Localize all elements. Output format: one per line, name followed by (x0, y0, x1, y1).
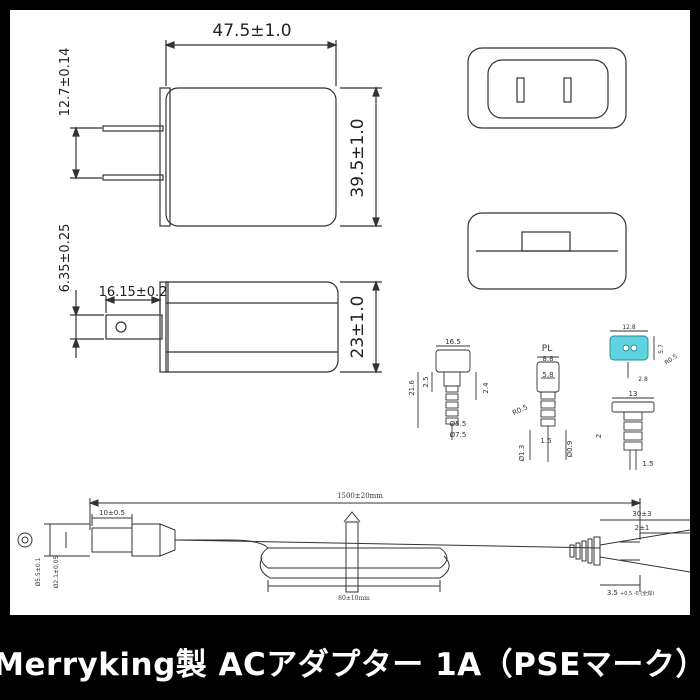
dim-1-3: Ø1.3 (518, 445, 526, 462)
dim-2-4: 2.4 (482, 382, 490, 394)
dim-8-8: 8.8 (542, 355, 553, 363)
strip-length-label: 2±1 (635, 524, 650, 532)
pin-length-label: 16.15±0.2 (99, 285, 168, 300)
solder-tolerance-label: +0.5 -0 (全焊) (620, 590, 654, 597)
cable-length-label: 1500±20mm (337, 492, 383, 500)
front-height-label: 39.5±1.0 (348, 118, 368, 197)
product-banner: Merryking製 ACアダプター 1A（PSEマーク） (0, 622, 700, 700)
dim-1-5b: 1.5 (642, 460, 653, 468)
dim-5-8: 5.8 (542, 371, 553, 379)
dim-7-5: Ø7.5 (450, 431, 467, 439)
adapter-bottom-view (467, 212, 627, 290)
dim-5-5: Ø5.5 (450, 420, 467, 428)
drawing-svg: 47.5±1.0 39.5±1.0 12.7±0.14 16.15±0.2 6.… (17, 21, 690, 602)
cable-drawing (17, 498, 690, 593)
dim-13: 13 (629, 390, 638, 398)
pl-label: PL (542, 344, 552, 354)
plug-detail-left (417, 345, 477, 440)
depth-label: 23±1.0 (348, 296, 368, 359)
pin-pitch-label: 12.7±0.14 (58, 48, 73, 117)
dim-5-7: 5.7 (658, 344, 665, 354)
dim-16-5: 16.5 (445, 338, 461, 346)
outer-diameter-label: Ø5.5±0.1 (35, 557, 42, 586)
product-title: Merryking製 ACアダプター 1A（PSEマーク） (0, 646, 700, 683)
plug-detail-right (609, 330, 655, 470)
dim-2-8: 2.8 (638, 376, 648, 383)
adapter-face-view (467, 47, 627, 129)
tip-length-label: 10±0.5 (99, 509, 125, 517)
dim-12-8: 12.8 (622, 324, 636, 331)
plug-detail-pl (529, 356, 567, 462)
solder-length-label: 3.5 (607, 589, 618, 597)
dim-r0-5: R0.5 (511, 403, 529, 417)
dim-2-5: 2.5 (422, 376, 430, 387)
dim-1-5a: 1.5 (540, 437, 551, 445)
dim-r0-5b: R0.5 (664, 353, 679, 367)
bundle-length-label: 80±10mm (338, 595, 370, 602)
inner-diameter-label: Ø2.1±0.05 (53, 555, 60, 588)
front-width-label: 47.5±1.0 (212, 21, 291, 41)
adapter-front-view (70, 40, 382, 228)
adapter-side-view (70, 280, 382, 374)
dimension-labels: 47.5±1.0 39.5±1.0 12.7±0.14 16.15±0.2 6.… (35, 21, 679, 602)
end-length-label: 30±3 (632, 510, 651, 518)
dim-0-9: Ø0.9 (566, 441, 574, 458)
pin-thickness-label: 6.35±0.25 (58, 224, 73, 293)
dim-21-6: 21.6 (408, 380, 416, 396)
dim-2: 2 (595, 434, 603, 438)
technical-drawing: 47.5±1.0 39.5±1.0 12.7±0.14 16.15±0.2 6.… (10, 10, 690, 615)
